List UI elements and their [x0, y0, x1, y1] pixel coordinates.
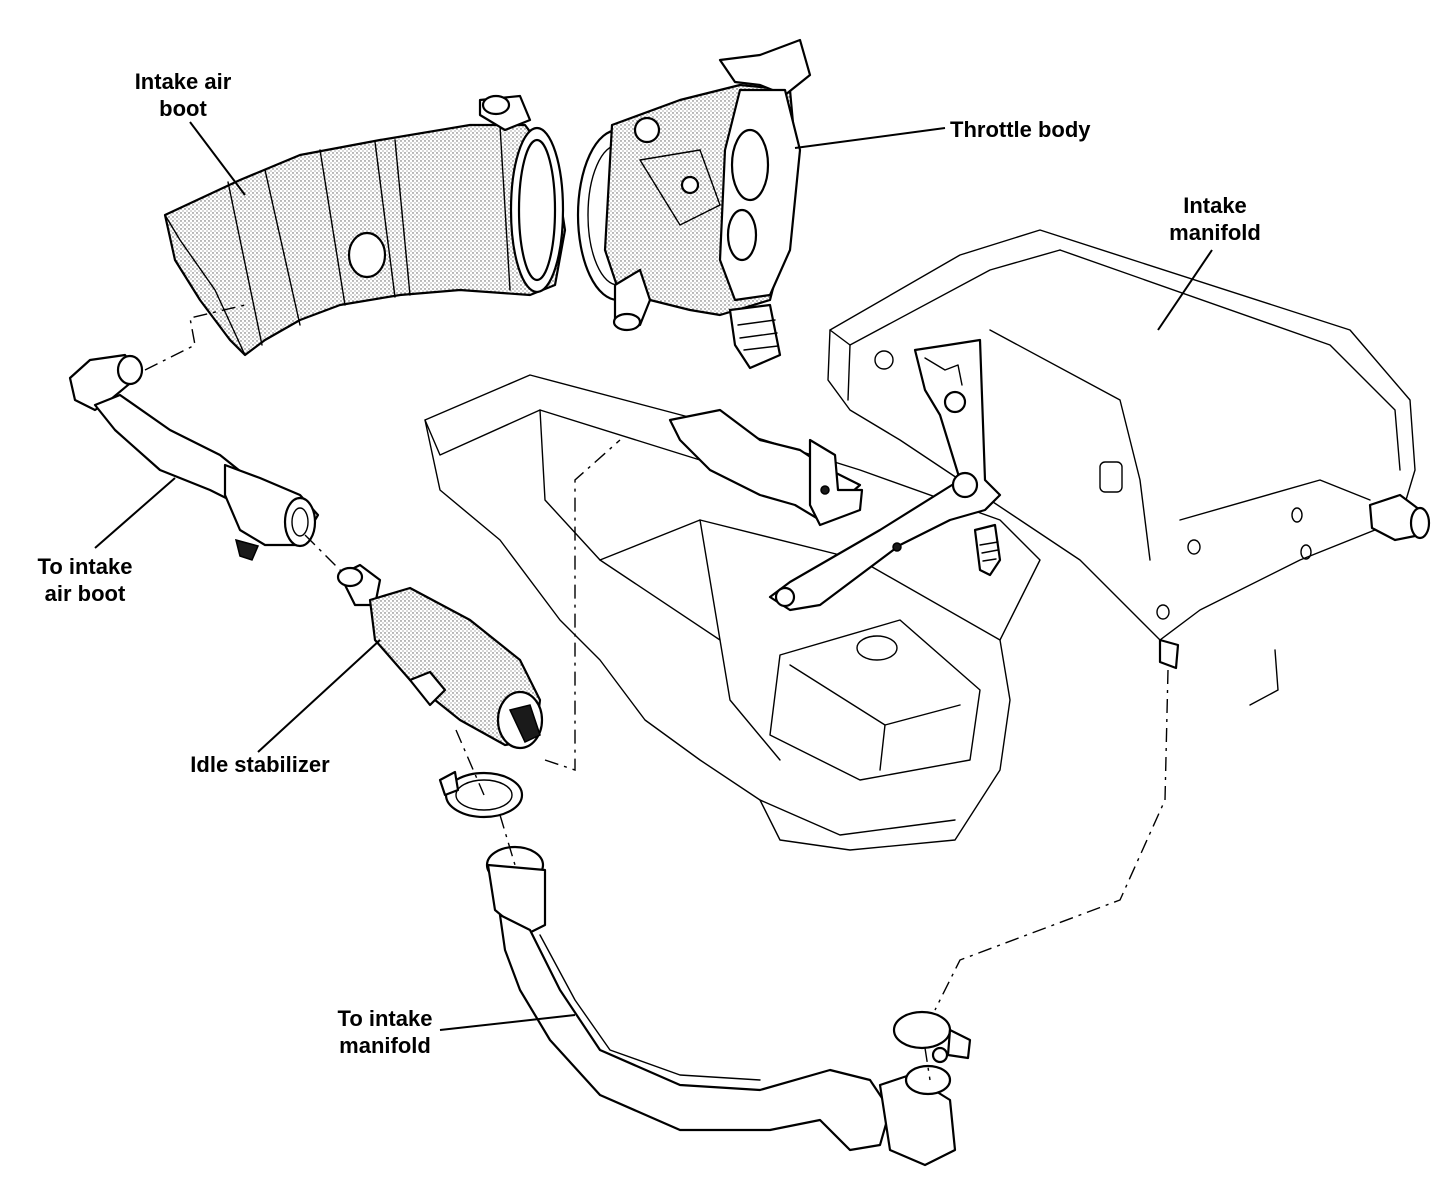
label-to-intake-air-boot: To intake air boot [37, 554, 133, 606]
intake-manifold [827, 229, 1431, 706]
hose-to-intake-manifold [485, 845, 972, 1167]
label-to-intake-manifold: To intake manifold [337, 1006, 433, 1058]
label-intake-air-boot: Intake air boot [134, 69, 232, 121]
intake-air-boot [163, 94, 567, 357]
label-throttle-body: Throttle body [950, 117, 1091, 142]
hose-to-air-boot [68, 353, 320, 561]
throttle-body [576, 38, 812, 370]
mounting-bracket [668, 338, 1002, 612]
hose-clamp-upper [438, 770, 524, 819]
assembly-lines [144, 304, 1169, 1081]
label-intake-manifold: Intake manifold [1169, 193, 1261, 245]
label-idle-stabilizer: Idle stabilizer [190, 752, 330, 777]
idle-stabilizer-valve [336, 563, 544, 750]
leader-lines [94, 121, 1213, 1031]
